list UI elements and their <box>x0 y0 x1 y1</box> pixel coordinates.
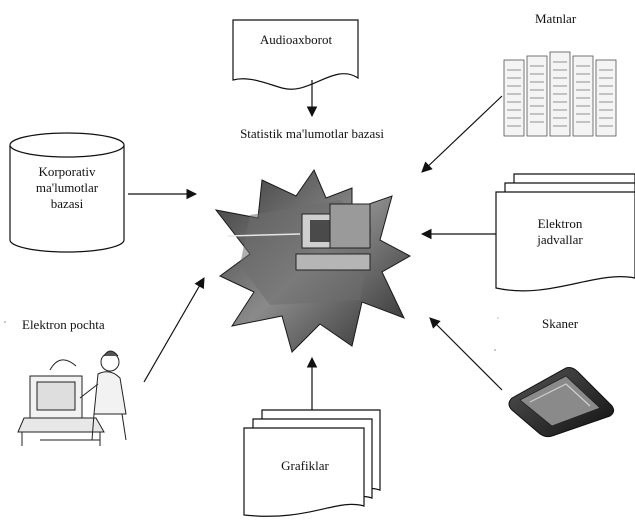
audio-label: Audioaxborot <box>259 32 333 47</box>
texts-label: Matnlar <box>535 11 577 26</box>
arrow-email-to-center <box>143 277 205 383</box>
arrow-scanner-to-center <box>429 317 503 391</box>
computer-icon <box>227 203 371 271</box>
corporate-label-line2: ma'lumotlar <box>35 180 99 195</box>
center-database-title: Statistik ma'lumotlar bazasi <box>240 126 384 141</box>
graphics-document-stack <box>243 409 381 517</box>
audio-document-shape <box>232 19 359 90</box>
spreadsheet-document-stack <box>495 173 635 292</box>
scanner-label: Skaner <box>542 316 579 331</box>
corporate-label-line1: Korporativ <box>38 164 96 179</box>
scanner-icon <box>508 367 615 438</box>
spreadsheet-label-line1: Elektron <box>537 216 583 231</box>
spreadsheet-label-line2: jadvallar <box>537 232 583 247</box>
corporate-database-cylinder <box>9 132 125 253</box>
corporate-label-line3: bazasi <box>50 196 84 211</box>
scan-specks <box>4 317 499 351</box>
corporate-database-label: Korporativ ma'lumotlar bazasi <box>14 164 120 212</box>
email-person-computer-icon <box>17 350 127 446</box>
email-label: Elektron pochta <box>22 317 105 332</box>
texts-pages-icon <box>503 51 617 137</box>
arrow-texts-to-center <box>421 95 503 173</box>
graphics-label: Grafiklar <box>281 458 329 473</box>
spreadsheet-label: Elektron jadvallar <box>500 216 620 248</box>
